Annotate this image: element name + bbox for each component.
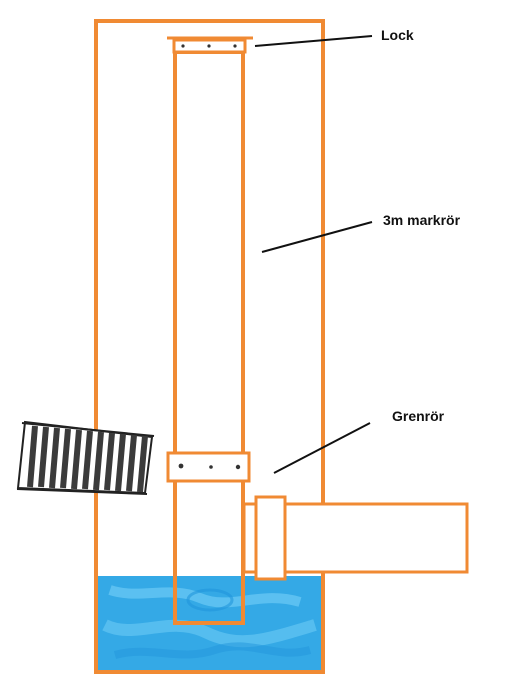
- branch-coupling: [166, 451, 251, 483]
- lid-bolt-icon: [181, 44, 185, 48]
- pipe-sleeve: [254, 495, 287, 581]
- grenror-callout-line: [273, 422, 371, 474]
- inner-marker-pipe: [173, 50, 245, 625]
- lid-bolt-icon: [233, 44, 237, 48]
- outer-well-pipe: [94, 19, 325, 674]
- markror-callout-line: [261, 221, 373, 253]
- water-ripple: [102, 619, 317, 648]
- water-body: [97, 576, 322, 671]
- grenror-label: Grenrör: [392, 408, 445, 424]
- lock-callout-line: [254, 35, 373, 47]
- coupling-bolt-icon: [235, 464, 241, 470]
- lock-lid: [167, 36, 253, 54]
- coupling-bolt-icon: [178, 463, 184, 469]
- lid-bolt-icon: [207, 44, 211, 48]
- water-ripple: [108, 585, 302, 608]
- water-ripple: [113, 642, 312, 659]
- lock-label: Lock: [381, 27, 414, 43]
- drain-grate-icon: [16, 420, 155, 495]
- markror-label: 3m markrör: [383, 212, 461, 228]
- water-ripple: [186, 588, 234, 612]
- coupling-bolt-icon: [209, 465, 213, 469]
